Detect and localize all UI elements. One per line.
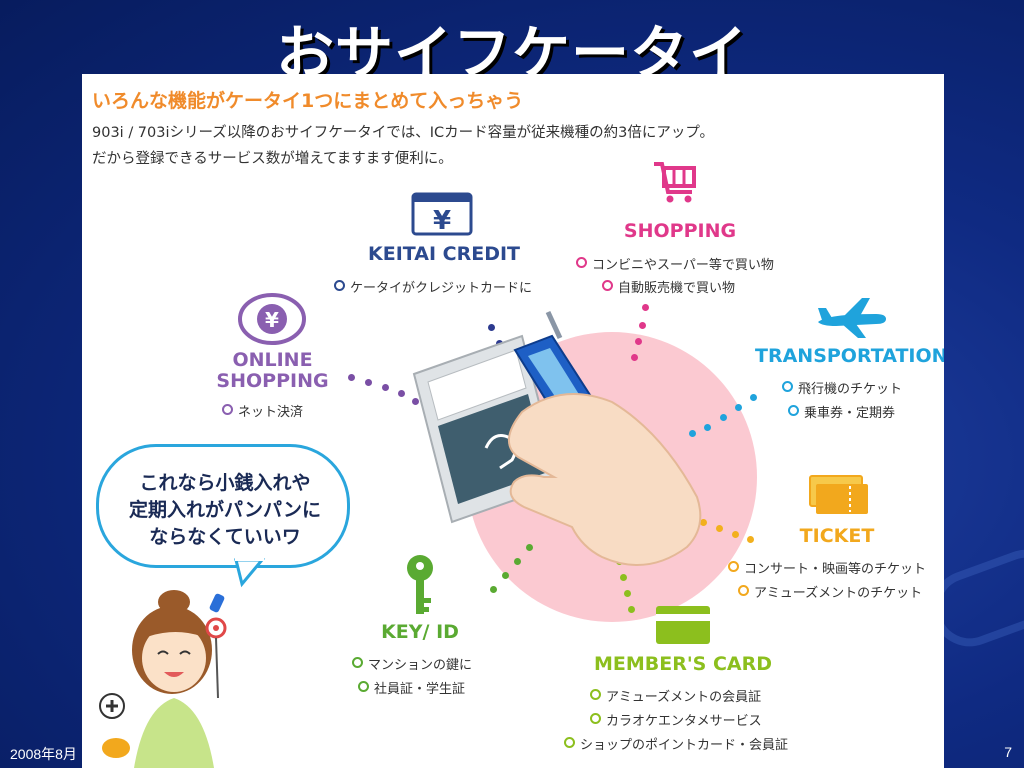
ring-bullet	[334, 280, 345, 291]
transportation-item-2: 乗車券・定期券	[788, 402, 895, 421]
key-id-item-1: マンションの鍵に	[352, 654, 472, 673]
dot	[639, 322, 646, 329]
item-text: ケータイがクレジットカードに	[350, 281, 533, 296]
dot	[398, 390, 405, 397]
dot	[642, 304, 649, 311]
bubble-line-2: 定期入れがパンパンに	[129, 499, 321, 521]
dot	[747, 536, 754, 543]
shopping-label: SHOPPING	[623, 220, 737, 242]
dot	[488, 324, 495, 331]
ring-bullet	[576, 257, 587, 268]
key-icon	[407, 555, 433, 614]
dot	[624, 590, 631, 597]
dot	[382, 384, 389, 391]
phone-reader-illustration	[412, 310, 702, 566]
ring-bullet	[738, 585, 749, 596]
ring-bullet	[590, 689, 601, 700]
dot	[526, 544, 533, 551]
ticket-icon	[809, 475, 868, 514]
dot	[750, 394, 757, 401]
members-card-icon	[656, 606, 710, 644]
dot	[628, 606, 635, 613]
item-text: 自動販売機で買い物	[618, 281, 736, 296]
item-text: 乗車券・定期券	[804, 406, 896, 421]
dot	[365, 379, 372, 386]
item-text: 社員証・学生証	[374, 682, 466, 697]
ring-bullet	[602, 280, 613, 291]
panel-headline: いろんな機能がケータイ1つにまとめて入っちゃう	[92, 90, 524, 112]
svg-text:¥: ¥	[265, 308, 279, 332]
dot	[514, 558, 521, 565]
item-text: アミューズメントのチケット	[754, 586, 923, 601]
dot	[490, 586, 497, 593]
ring-bullet	[590, 713, 601, 724]
item-text: ショップのポイントカード・会員証	[580, 738, 789, 753]
ticket-label: TICKET	[799, 525, 875, 547]
dot	[716, 525, 723, 532]
online-shopping-line-2: SHOPPING	[216, 370, 329, 392]
dot	[348, 374, 355, 381]
item-text: アミューズメントの会員証	[606, 690, 762, 705]
intro-line-1: 903i / 703iシリーズ以降のおサイフケータイでは、ICカード容量が従来機…	[92, 125, 714, 141]
woman-illustration	[99, 590, 227, 768]
ring-bullet	[564, 737, 575, 748]
ticket-item-2: アミューズメントのチケット	[738, 582, 922, 601]
panel-intro: 903i / 703iシリーズ以降のおサイフケータイでは、ICカード容量が従来機…	[92, 120, 932, 172]
members-card-item-1: アミューズメントの会員証	[590, 686, 761, 705]
dot	[631, 354, 638, 361]
transportation-item-1: 飛行機のチケット	[782, 378, 902, 397]
intro-line-2: だから登録できるサービス数が増えてますます便利に。	[92, 151, 453, 167]
transportation-label: TRANSPORTATION	[755, 345, 944, 367]
airplane-icon	[818, 298, 886, 338]
dot	[635, 338, 642, 345]
item-text: コンビニやスーパー等で買い物	[592, 258, 774, 273]
dot	[689, 430, 696, 437]
hand	[508, 393, 702, 566]
ring-bullet	[358, 681, 369, 692]
ring-bullet	[728, 561, 739, 572]
page-number: 7	[1004, 744, 1012, 760]
ring-bullet	[782, 381, 793, 392]
shopping-item-1: コンビニやスーパー等で買い物	[576, 254, 774, 273]
speech-bubble	[96, 444, 350, 568]
bubble-line-3: ならなくていいワ	[149, 526, 301, 548]
dot	[735, 404, 742, 411]
members-card-label: MEMBER'S CARD	[593, 653, 773, 675]
shopping-item-2: 自動販売機で買い物	[602, 277, 735, 296]
ring-bullet	[352, 657, 363, 668]
dot	[502, 572, 509, 579]
speech-bubble-tail	[234, 556, 266, 588]
item-text: マンションの鍵に	[368, 658, 473, 673]
item-text: 飛行機のチケット	[798, 382, 903, 397]
dot	[704, 424, 711, 431]
footer-date: 2008年8月	[10, 746, 77, 762]
online-yen-globe-icon: ¥	[238, 293, 306, 345]
svg-text:¥: ¥	[433, 206, 451, 236]
item-text: カラオケエンタメサービス	[606, 714, 762, 729]
dot	[732, 531, 739, 538]
ring-bullet	[788, 405, 799, 416]
dot	[720, 414, 727, 421]
dot	[700, 519, 707, 526]
members-card-item-3: ショップのポイントカード・会員証	[564, 734, 788, 753]
item-text: コンサート・映画等のチケット	[744, 562, 927, 577]
key-id-label: KEY/ ID	[381, 621, 459, 643]
shopping-cart-icon	[654, 162, 696, 203]
item-text: ネット決済	[238, 405, 304, 420]
yen-card-icon: ¥	[411, 192, 473, 236]
ring-bullet	[222, 404, 233, 415]
online-shopping-line-1: ONLINE	[232, 349, 313, 371]
keitai-credit-label: KEITAI CREDIT	[368, 243, 520, 265]
speech-bubble-text: これなら小銭入れや 定期入れがパンパンに ならなくていいワ	[110, 470, 340, 551]
dot	[620, 574, 627, 581]
illustration-panel: いろんな機能がケータイ1つにまとめて入っちゃう 903i / 703iシリーズ以…	[82, 74, 944, 768]
bubble-line-1: これなら小銭入れや	[139, 472, 311, 494]
dot	[412, 398, 419, 405]
key-id-item-2: 社員証・学生証	[358, 678, 465, 697]
online-shopping-item: ネット決済	[222, 401, 303, 420]
ticket-item-1: コンサート・映画等のチケット	[728, 558, 926, 577]
members-card-item-2: カラオケエンタメサービス	[590, 710, 762, 729]
online-shopping-label: ONLINE SHOPPING	[210, 350, 335, 392]
keitai-credit-item: ケータイがクレジットカードに	[334, 277, 532, 296]
